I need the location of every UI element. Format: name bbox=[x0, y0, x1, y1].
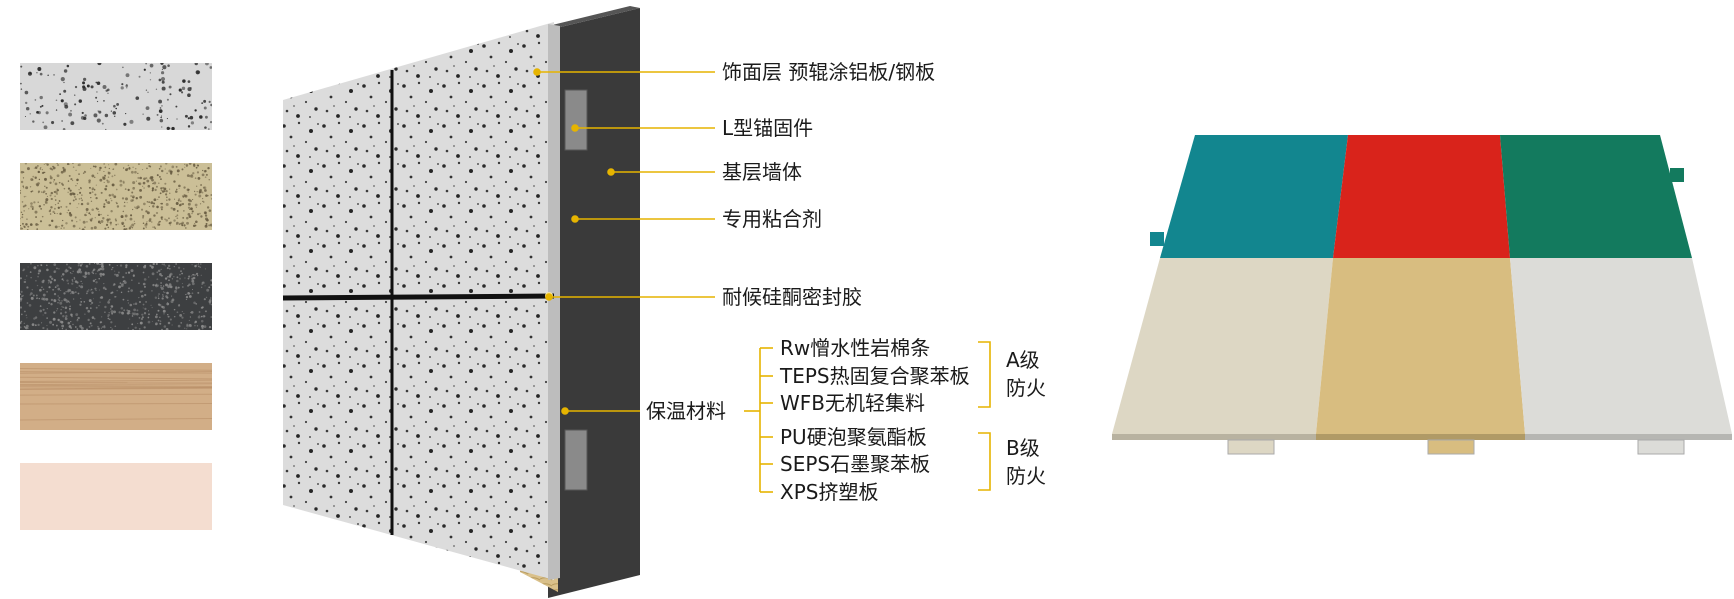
label-anchor: L型锚固件 bbox=[722, 116, 814, 140]
l-anchor-bottom bbox=[564, 429, 588, 491]
swatch-dark-granite bbox=[20, 263, 212, 330]
panel-red bbox=[1333, 135, 1510, 258]
swatch-granite-beige bbox=[20, 163, 212, 230]
fire-rating-a-sub: 防火 bbox=[1006, 376, 1046, 400]
material-item: WFB无机轻集料 bbox=[780, 391, 925, 415]
label-sealant: 耐候硅酮密封胶 bbox=[722, 285, 862, 309]
l-anchor-top bbox=[564, 89, 588, 151]
label-adhesive: 专用粘合剂 bbox=[722, 207, 822, 231]
fire-rating-b: B级 bbox=[1006, 436, 1040, 460]
panel-grey bbox=[1510, 258, 1732, 434]
material-item: SEPS石墨聚苯板 bbox=[780, 452, 931, 476]
panel-sample-grid bbox=[1112, 135, 1732, 455]
label-insulation: 保温材料 bbox=[646, 399, 726, 423]
panel-teal bbox=[1160, 135, 1348, 258]
fire-rating-a: A级 bbox=[1006, 348, 1040, 372]
swatch-speckled-white bbox=[20, 63, 212, 130]
material-item: TEPS热固复合聚苯板 bbox=[780, 364, 970, 388]
panel-sand bbox=[1316, 258, 1525, 434]
material-item: Rw憎水性岩棉条 bbox=[780, 336, 931, 360]
fire-rating-b-sub: 防火 bbox=[1006, 464, 1046, 488]
facing-panels bbox=[283, 22, 554, 580]
material-item: XPS挤塑板 bbox=[780, 480, 879, 504]
swatch-wood-grain bbox=[20, 363, 212, 430]
label-facing: 饰面层 预辊涂铝板/钢板 bbox=[722, 60, 936, 84]
panel-cream bbox=[1112, 258, 1333, 434]
label-base-wall: 基层墙体 bbox=[722, 160, 802, 184]
base-wall bbox=[548, 8, 640, 598]
panel-green bbox=[1500, 135, 1692, 258]
swatch-light-pink bbox=[20, 463, 212, 530]
material-item: PU硬泡聚氨酯板 bbox=[780, 425, 927, 449]
